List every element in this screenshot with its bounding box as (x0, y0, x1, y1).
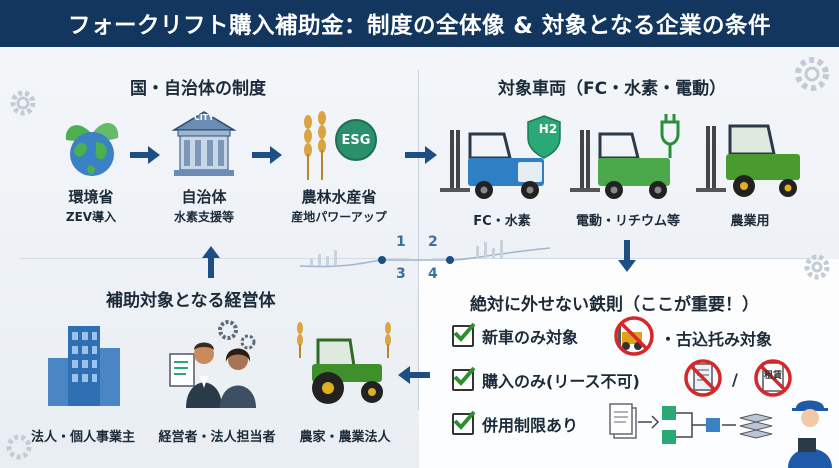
rule-suffix: ・古込托み対象 (660, 330, 773, 349)
eligible-label: 農家・農業法人 (299, 430, 391, 445)
arrow-right-icon (130, 146, 160, 164)
electric-forklift-icon (570, 114, 680, 199)
program-label: 自治体 (181, 188, 227, 206)
eligible-label: 経営者・法人担当者 (158, 430, 276, 445)
earth-leaf-icon (65, 122, 119, 176)
header-banner: フォークリフト購入補助金：制度の全体像 & 対象となる企業の条件 (0, 0, 839, 47)
rule-item: 購入のみ(リース不可) (452, 366, 640, 392)
esg-badge: ESG (341, 133, 371, 148)
program-sublabel: 水素支援等 (173, 210, 234, 224)
vehicle-label: 電動・リチウム等 (575, 214, 680, 229)
step-number: 1 (396, 234, 406, 250)
gear-icon (6, 434, 32, 460)
checkbox-checked-icon (452, 410, 476, 435)
rule-text: 購入のみ(リース不可) (482, 372, 640, 391)
rule-item: 新車のみ対象 (452, 322, 579, 348)
worker-tablet-icon (788, 400, 832, 468)
h2-badge: H2 (538, 122, 558, 136)
checkbox-checked-icon (452, 366, 476, 391)
vertical-divider (418, 70, 419, 410)
checkbox-checked-icon (452, 322, 476, 347)
eligible-title: 補助対象となる経営体 (106, 291, 276, 311)
step-connector (300, 240, 550, 268)
no-lease-document-icon (684, 359, 722, 397)
agri-forklift-icon (696, 124, 800, 197)
program-sublabel: 産地パワーアップ (291, 210, 387, 224)
arrow-right-icon (252, 146, 282, 164)
rules-title: 絶対に外せない鉄則（ここが重要！） (470, 295, 759, 315)
page-title: フォークリフト購入補助金：制度の全体像 & 対象となる企業の条件 (67, 12, 772, 39)
document-flow-icon (609, 403, 773, 444)
arrow-down-icon (618, 240, 636, 272)
tractor-icon (297, 322, 391, 404)
gear-icon (804, 254, 830, 280)
hydrogen-forklift-icon (440, 115, 561, 199)
rule-text: 併用制限あり (482, 416, 579, 435)
wheat-esg-icon (304, 111, 377, 180)
arrow-left-icon (398, 366, 430, 384)
rule-separator: / (732, 370, 738, 389)
gear-icon (795, 57, 829, 91)
horizontal-divider-left (20, 258, 410, 259)
program-label: 農林水産省 (301, 188, 377, 206)
city-hall-icon (171, 111, 237, 176)
step-number: 4 (428, 266, 438, 282)
program-label: 環境省 (68, 188, 114, 206)
programs-title: 国・自治体の制度 (130, 79, 266, 99)
eligible-label: 法人・個人事業主 (30, 430, 135, 445)
rule-text: 新車のみ対象 (482, 328, 579, 347)
no-used-forklift-icon (614, 316, 654, 356)
lease-mark: 租賃 (763, 371, 782, 381)
business-people-icon (169, 320, 256, 408)
office-building-icon (48, 326, 120, 406)
step-number: 2 (428, 234, 438, 250)
vehicles-title: 対象車両（FC・水素・電動） (498, 79, 727, 99)
arrow-right-icon (405, 146, 437, 164)
vehicle-label: FC・水素 (473, 214, 531, 229)
no-rental-document-icon (754, 359, 792, 397)
program-sublabel: ZEV導入 (65, 210, 117, 224)
city-badge: CITY (193, 113, 215, 122)
rule-item: 併用制限あり (452, 410, 579, 436)
vehicle-label: 農業用 (730, 214, 770, 229)
step-number: 3 (396, 266, 406, 282)
gear-icon (10, 90, 36, 116)
arrow-up-icon (202, 246, 220, 278)
